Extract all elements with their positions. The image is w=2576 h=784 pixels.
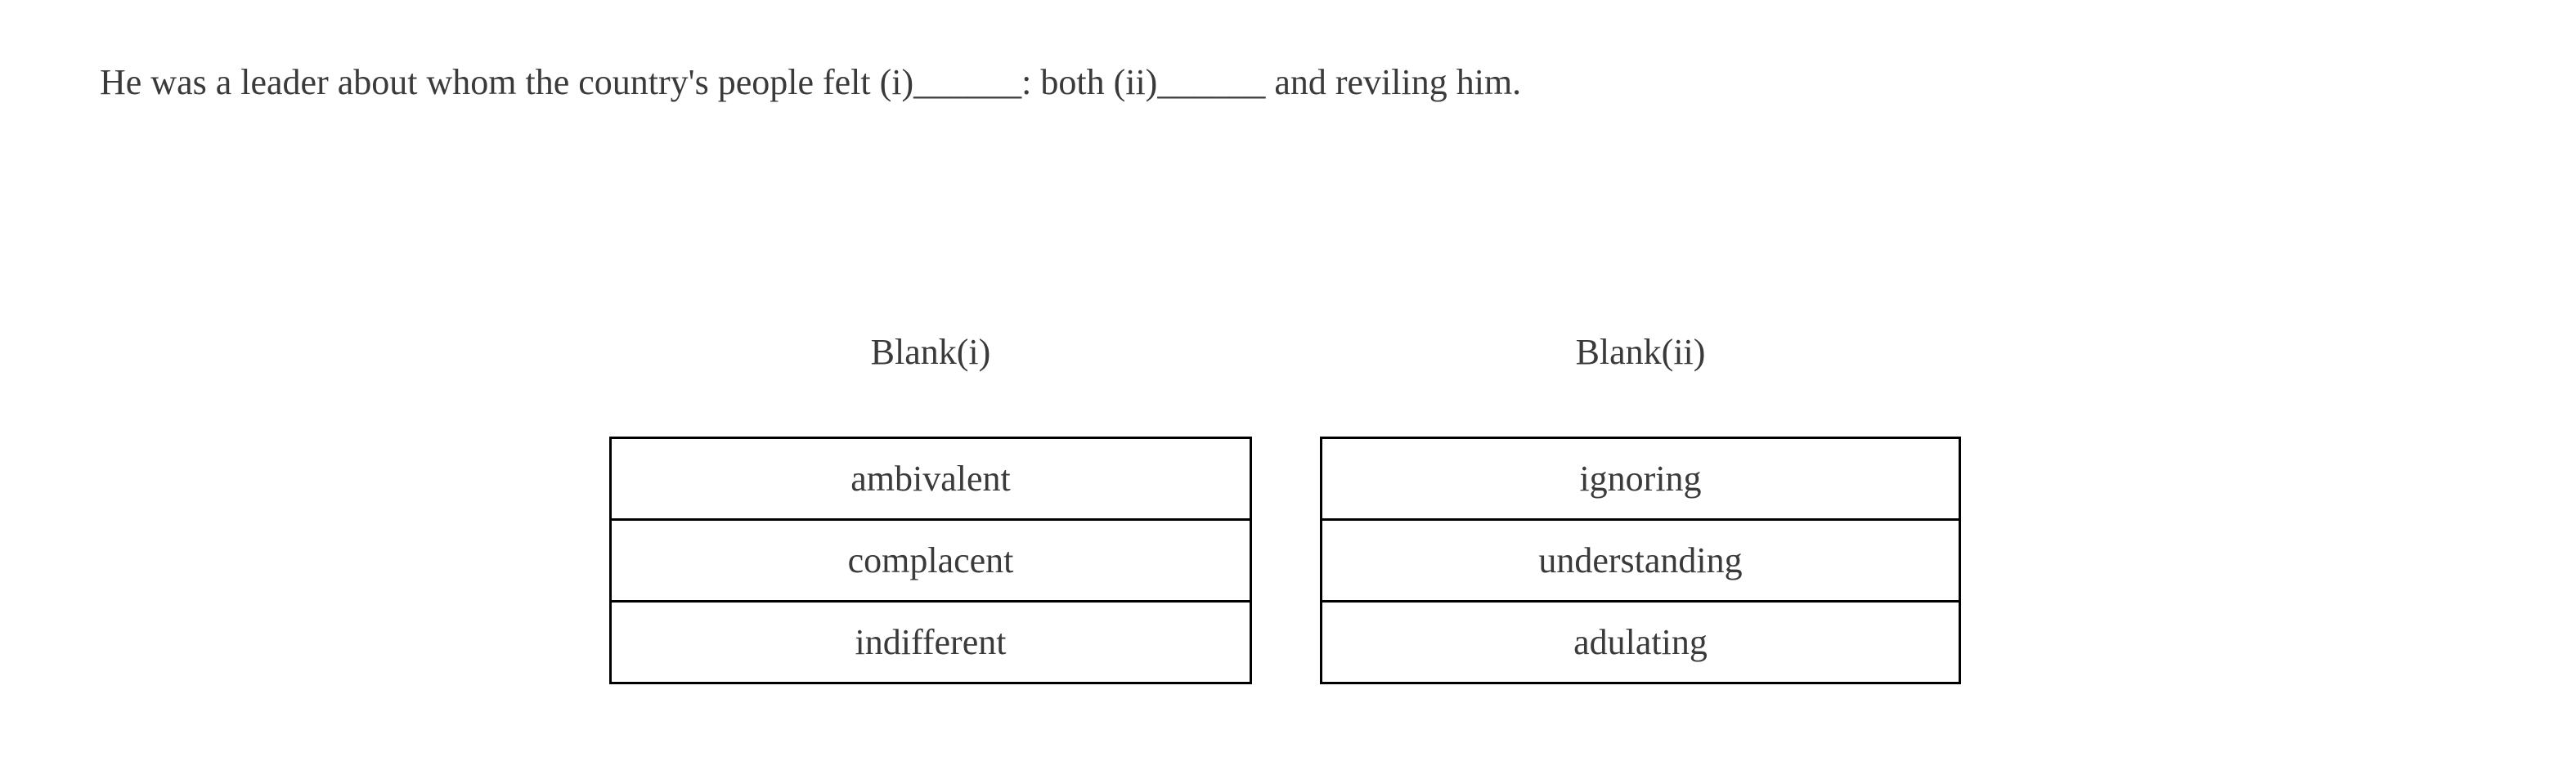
blank-ii-option-understanding[interactable]: understanding — [1320, 517, 1961, 603]
blank-i-label: Blank(i) — [870, 332, 991, 372]
blank-i-options-table: ambivalent complacent indifferent — [609, 436, 1252, 684]
blank-ii-label: Blank(ii) — [1575, 332, 1706, 372]
table-row: ambivalent — [609, 436, 1252, 521]
table-row: adulating — [1320, 599, 1961, 684]
blank-ii-options-table: ignoring understanding adulating — [1320, 436, 1961, 684]
table-row: complacent — [609, 517, 1252, 603]
blank-i-group: Blank(i) ambivalent complacent indiffere… — [609, 331, 1252, 684]
table-row: indifferent — [609, 599, 1252, 684]
question-text: He was a leader about whom the country's… — [100, 62, 1522, 102]
table-row: ignoring — [1320, 436, 1961, 521]
blank-ii-option-adulating[interactable]: adulating — [1320, 599, 1961, 684]
blank-ii-group: Blank(ii) ignoring understanding adulati… — [1320, 331, 1961, 684]
blank-i-option-indifferent[interactable]: indifferent — [609, 599, 1252, 684]
table-row: understanding — [1320, 517, 1961, 603]
blank-i-option-ambivalent[interactable]: ambivalent — [609, 436, 1252, 521]
blank-i-option-complacent[interactable]: complacent — [609, 517, 1252, 603]
blank-ii-option-ignoring[interactable]: ignoring — [1320, 436, 1961, 521]
